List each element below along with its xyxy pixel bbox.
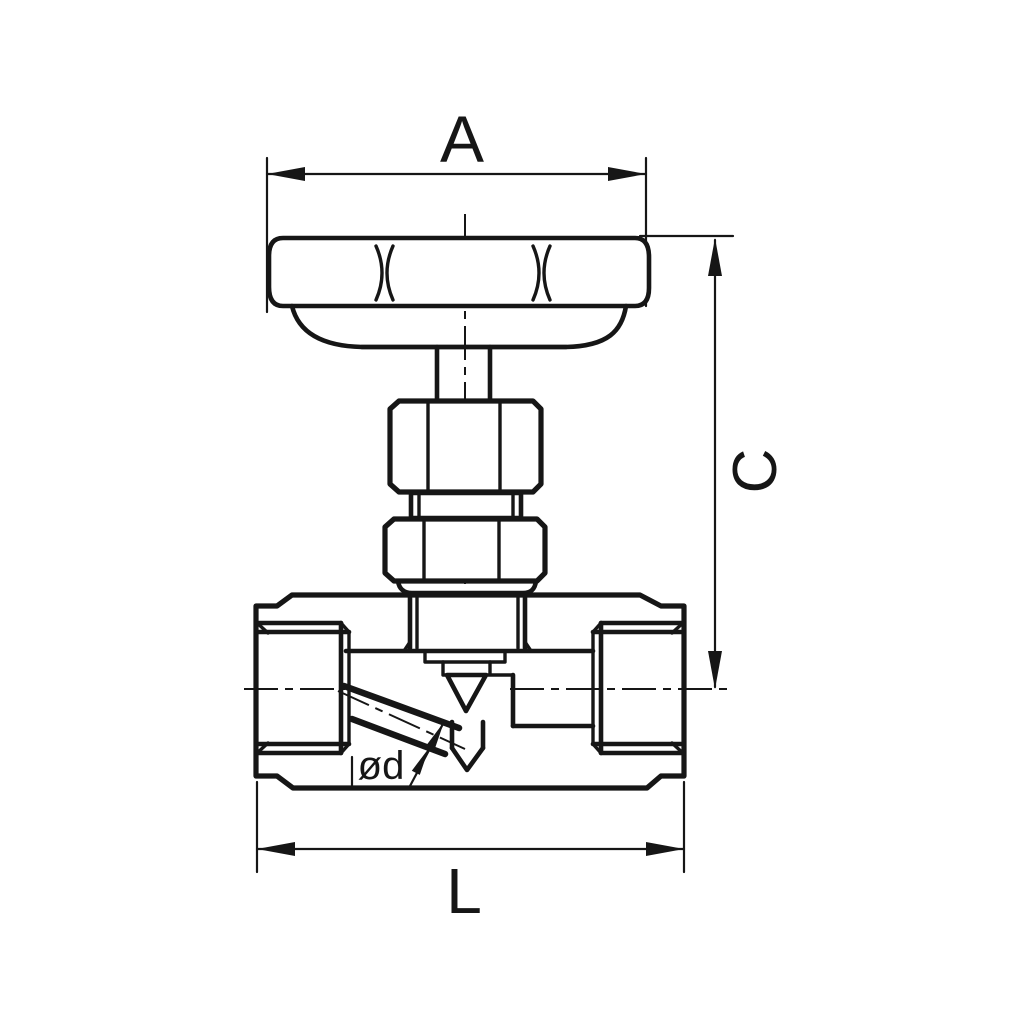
port-end-chamfer xyxy=(591,621,603,755)
port-end-chamfer xyxy=(339,621,351,755)
bonnet-nut xyxy=(382,516,548,596)
rim-break-mark xyxy=(542,244,552,302)
bore-upper-wall xyxy=(340,682,463,732)
needle-tip xyxy=(444,672,489,714)
dim-l-label: L xyxy=(446,855,482,927)
handwheel xyxy=(266,235,652,350)
dimension-l: L xyxy=(255,780,686,927)
dimension-a: A xyxy=(265,102,648,314)
arrowhead-right-icon xyxy=(646,842,684,856)
rim-break-mark xyxy=(531,244,541,302)
dimension-c: C xyxy=(638,234,790,689)
drill-point xyxy=(449,745,486,773)
dim-c-label: C xyxy=(721,449,790,494)
rim-break-mark xyxy=(374,244,384,302)
arrowhead-left-icon xyxy=(267,167,305,181)
orifice-dimension: ød xyxy=(350,720,446,790)
valve-stem xyxy=(434,344,493,404)
valve-body xyxy=(244,592,731,791)
arrowhead-top-icon xyxy=(708,238,722,276)
arrowhead-upper-icon xyxy=(426,722,444,749)
collar-outline xyxy=(408,490,524,521)
arrowhead-left-icon xyxy=(257,842,295,856)
bonnet-nut-outline xyxy=(382,516,548,584)
bonnet-boss-interior xyxy=(343,594,596,729)
packing-nut xyxy=(387,398,544,495)
arrowhead-bottom-icon xyxy=(708,651,722,689)
orifice-label: ød xyxy=(358,744,405,788)
arrowhead-right-icon xyxy=(608,167,646,181)
bore-axis-centerline xyxy=(337,690,466,750)
port-mouth-chamfer xyxy=(670,620,686,756)
handwheel-skirt xyxy=(289,303,629,350)
handwheel-rim xyxy=(266,235,652,309)
rim-break-mark xyxy=(385,244,395,302)
arrowhead-lower-icon xyxy=(411,748,429,775)
packing-nut-outline xyxy=(387,398,544,495)
needle-cone xyxy=(444,672,489,714)
port-mouth-chamfer xyxy=(254,620,270,756)
gland-collar xyxy=(408,490,524,521)
dim-a-label: A xyxy=(440,102,484,176)
